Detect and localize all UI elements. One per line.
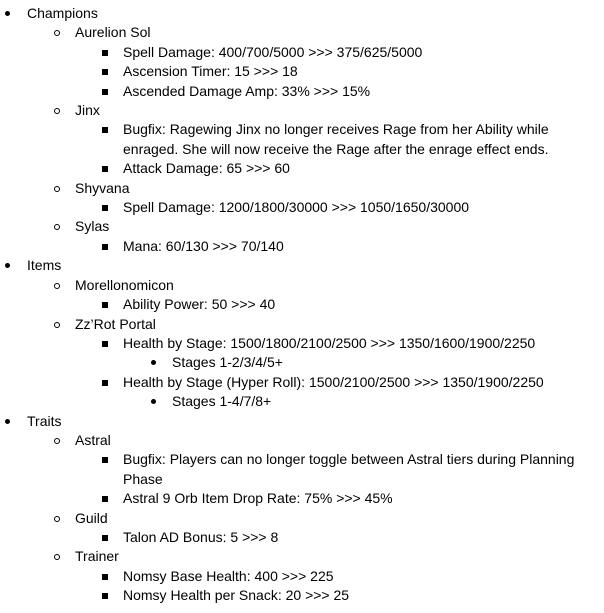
list-item-level-3: Bugfix: Players can no longer toggle bet… bbox=[0, 450, 590, 489]
list-item-text: Astral 9 Orb Item Drop Rate: 75% >>> 45% bbox=[123, 490, 393, 507]
list-item-text: Nomsy Base Health: 400 >>> 225 bbox=[123, 567, 334, 584]
list-item-text: Trainer bbox=[75, 548, 119, 565]
list-item-text: Ascension Timer: 15 >>> 18 bbox=[123, 63, 298, 80]
list-item-text: Astral bbox=[75, 431, 111, 448]
list-item-level-3: Bugfix: Ragewing Jinx no longer receives… bbox=[0, 120, 590, 159]
list-item-level-3: Nomsy Base Health: 400 >>> 225 bbox=[0, 567, 590, 586]
hollow-circle-bullet-icon bbox=[54, 554, 60, 561]
list-item-text: Traits bbox=[27, 412, 62, 429]
square-bullet-icon bbox=[102, 49, 108, 56]
list-item-text: Zz’Rot Portal bbox=[75, 315, 156, 332]
hollow-circle-bullet-icon bbox=[54, 224, 60, 231]
list-item-text: Stages 1-2/3/4/5+ bbox=[172, 354, 283, 371]
square-bullet-icon bbox=[102, 205, 108, 212]
list-item-text: Bugfix: Ragewing Jinx no longer receives… bbox=[123, 121, 549, 157]
filled-circle-bullet-icon bbox=[5, 11, 10, 16]
list-item-text: Jinx bbox=[75, 102, 100, 119]
list-item-level-1: Champions bbox=[0, 4, 590, 23]
list-item-text: Bugfix: Players can no longer toggle bet… bbox=[123, 451, 575, 487]
list-item-level-2: Zz’Rot Portal bbox=[0, 315, 590, 334]
list-item-level-3: Ability Power: 50 >>> 40 bbox=[0, 295, 590, 314]
list-item-text: Ascended Damage Amp: 33% >>> 15% bbox=[123, 82, 371, 99]
list-item-level-3: Spell Damage: 1200/1800/30000 >>> 1050/1… bbox=[0, 198, 590, 217]
hollow-circle-bullet-icon bbox=[54, 185, 60, 192]
list-item-text: Ability Power: 50 >>> 40 bbox=[123, 296, 276, 313]
square-bullet-icon bbox=[102, 593, 108, 600]
list-item-level-3: Astral 9 Orb Item Drop Rate: 75% >>> 45% bbox=[0, 489, 590, 508]
square-bullet-icon bbox=[102, 166, 108, 173]
hollow-circle-bullet-icon bbox=[54, 108, 60, 115]
square-bullet-icon bbox=[102, 302, 108, 309]
list-item-text: Morellonomicon bbox=[75, 276, 174, 293]
square-bullet-icon bbox=[102, 496, 108, 503]
list-item-text: Champions bbox=[27, 5, 98, 21]
list-item-level-3: Mana: 60/130 >>> 70/140 bbox=[0, 237, 590, 256]
list-item-text: Aurelion Sol bbox=[75, 24, 151, 41]
list-item-level-2: Morellonomicon bbox=[0, 276, 590, 295]
list-item-level-3: Ascended Damage Amp: 33% >>> 15% bbox=[0, 82, 590, 101]
list-item-level-3: Health by Stage: 1500/1800/2100/2500 >>>… bbox=[0, 334, 590, 353]
list-item-level-3: Spell Damage: 400/700/5000 >>> 375/625/5… bbox=[0, 43, 590, 62]
list-item-level-2: Jinx bbox=[0, 101, 590, 120]
list-item-level-4: Stages 1-2/3/4/5+ bbox=[0, 353, 590, 372]
list-item-level-2: Sylas bbox=[0, 217, 590, 236]
list-item-level-3: Attack Damage: 65 >>> 60 bbox=[0, 159, 590, 178]
list-item-level-1: Traits bbox=[0, 412, 590, 431]
list-item-level-3: Health by Stage (Hyper Roll): 1500/2100/… bbox=[0, 373, 590, 392]
filled-circle-bullet-icon bbox=[151, 399, 156, 405]
list-item-level-2: Shyvana bbox=[0, 179, 590, 198]
filled-circle-bullet-icon bbox=[5, 418, 10, 424]
square-bullet-icon bbox=[102, 573, 108, 580]
list-item-text: Health by Stage (Hyper Roll): 1500/2100/… bbox=[123, 373, 544, 390]
list-item-text: Guild bbox=[75, 509, 108, 526]
list-item-text: Health by Stage: 1500/1800/2100/2500 >>>… bbox=[123, 334, 536, 351]
hollow-circle-bullet-icon bbox=[54, 515, 60, 522]
list-item-text: Spell Damage: 400/700/5000 >>> 375/625/5… bbox=[123, 43, 423, 60]
list-item-level-1: Items bbox=[0, 256, 590, 275]
list-item-text: Stages 1-4/7/8+ bbox=[172, 393, 272, 410]
square-bullet-icon bbox=[102, 340, 108, 347]
list-item-level-2: Trainer bbox=[0, 547, 590, 566]
hollow-circle-bullet-icon bbox=[54, 437, 60, 444]
square-bullet-icon bbox=[102, 88, 108, 95]
hollow-circle-bullet-icon bbox=[54, 282, 60, 289]
list-item-level-3: Talon AD Bonus: 5 >>> 8 bbox=[0, 528, 590, 547]
square-bullet-icon bbox=[102, 457, 108, 464]
list-item-text: Spell Damage: 1200/1800/30000 >>> 1050/1… bbox=[123, 199, 470, 216]
list-item-text: Attack Damage: 65 >>> 60 bbox=[123, 160, 290, 177]
list-item-text: Mana: 60/130 >>> 70/140 bbox=[123, 237, 284, 254]
list-item-level-3: Ascension Timer: 15 >>> 18 bbox=[0, 62, 590, 81]
list-item-text: Nomsy Health per Snack: 20 >>> 25 bbox=[123, 587, 350, 604]
square-bullet-icon bbox=[102, 69, 108, 76]
hollow-circle-bullet-icon bbox=[54, 30, 60, 37]
square-bullet-icon bbox=[102, 127, 108, 134]
square-bullet-icon bbox=[102, 534, 108, 541]
list-item-level-2: Astral bbox=[0, 431, 590, 450]
list-item-text: Sylas bbox=[75, 218, 110, 235]
filled-circle-bullet-icon bbox=[151, 360, 156, 366]
list-item-level-4: Stages 1-4/7/8+ bbox=[0, 392, 590, 411]
list-item-level-3: Nomsy Health per Snack: 20 >>> 25 bbox=[0, 586, 590, 605]
square-bullet-icon bbox=[102, 243, 108, 250]
list-item-text: Items bbox=[27, 257, 62, 274]
list-item-text: Talon AD Bonus: 5 >>> 8 bbox=[123, 528, 279, 545]
filled-circle-bullet-icon bbox=[5, 263, 10, 269]
hollow-circle-bullet-icon bbox=[54, 321, 60, 328]
list-item-level-2: Aurelion Sol bbox=[0, 23, 590, 42]
list-item-level-2: Guild bbox=[0, 509, 590, 528]
list-item-text: Shyvana bbox=[75, 179, 130, 196]
square-bullet-icon bbox=[102, 379, 108, 386]
